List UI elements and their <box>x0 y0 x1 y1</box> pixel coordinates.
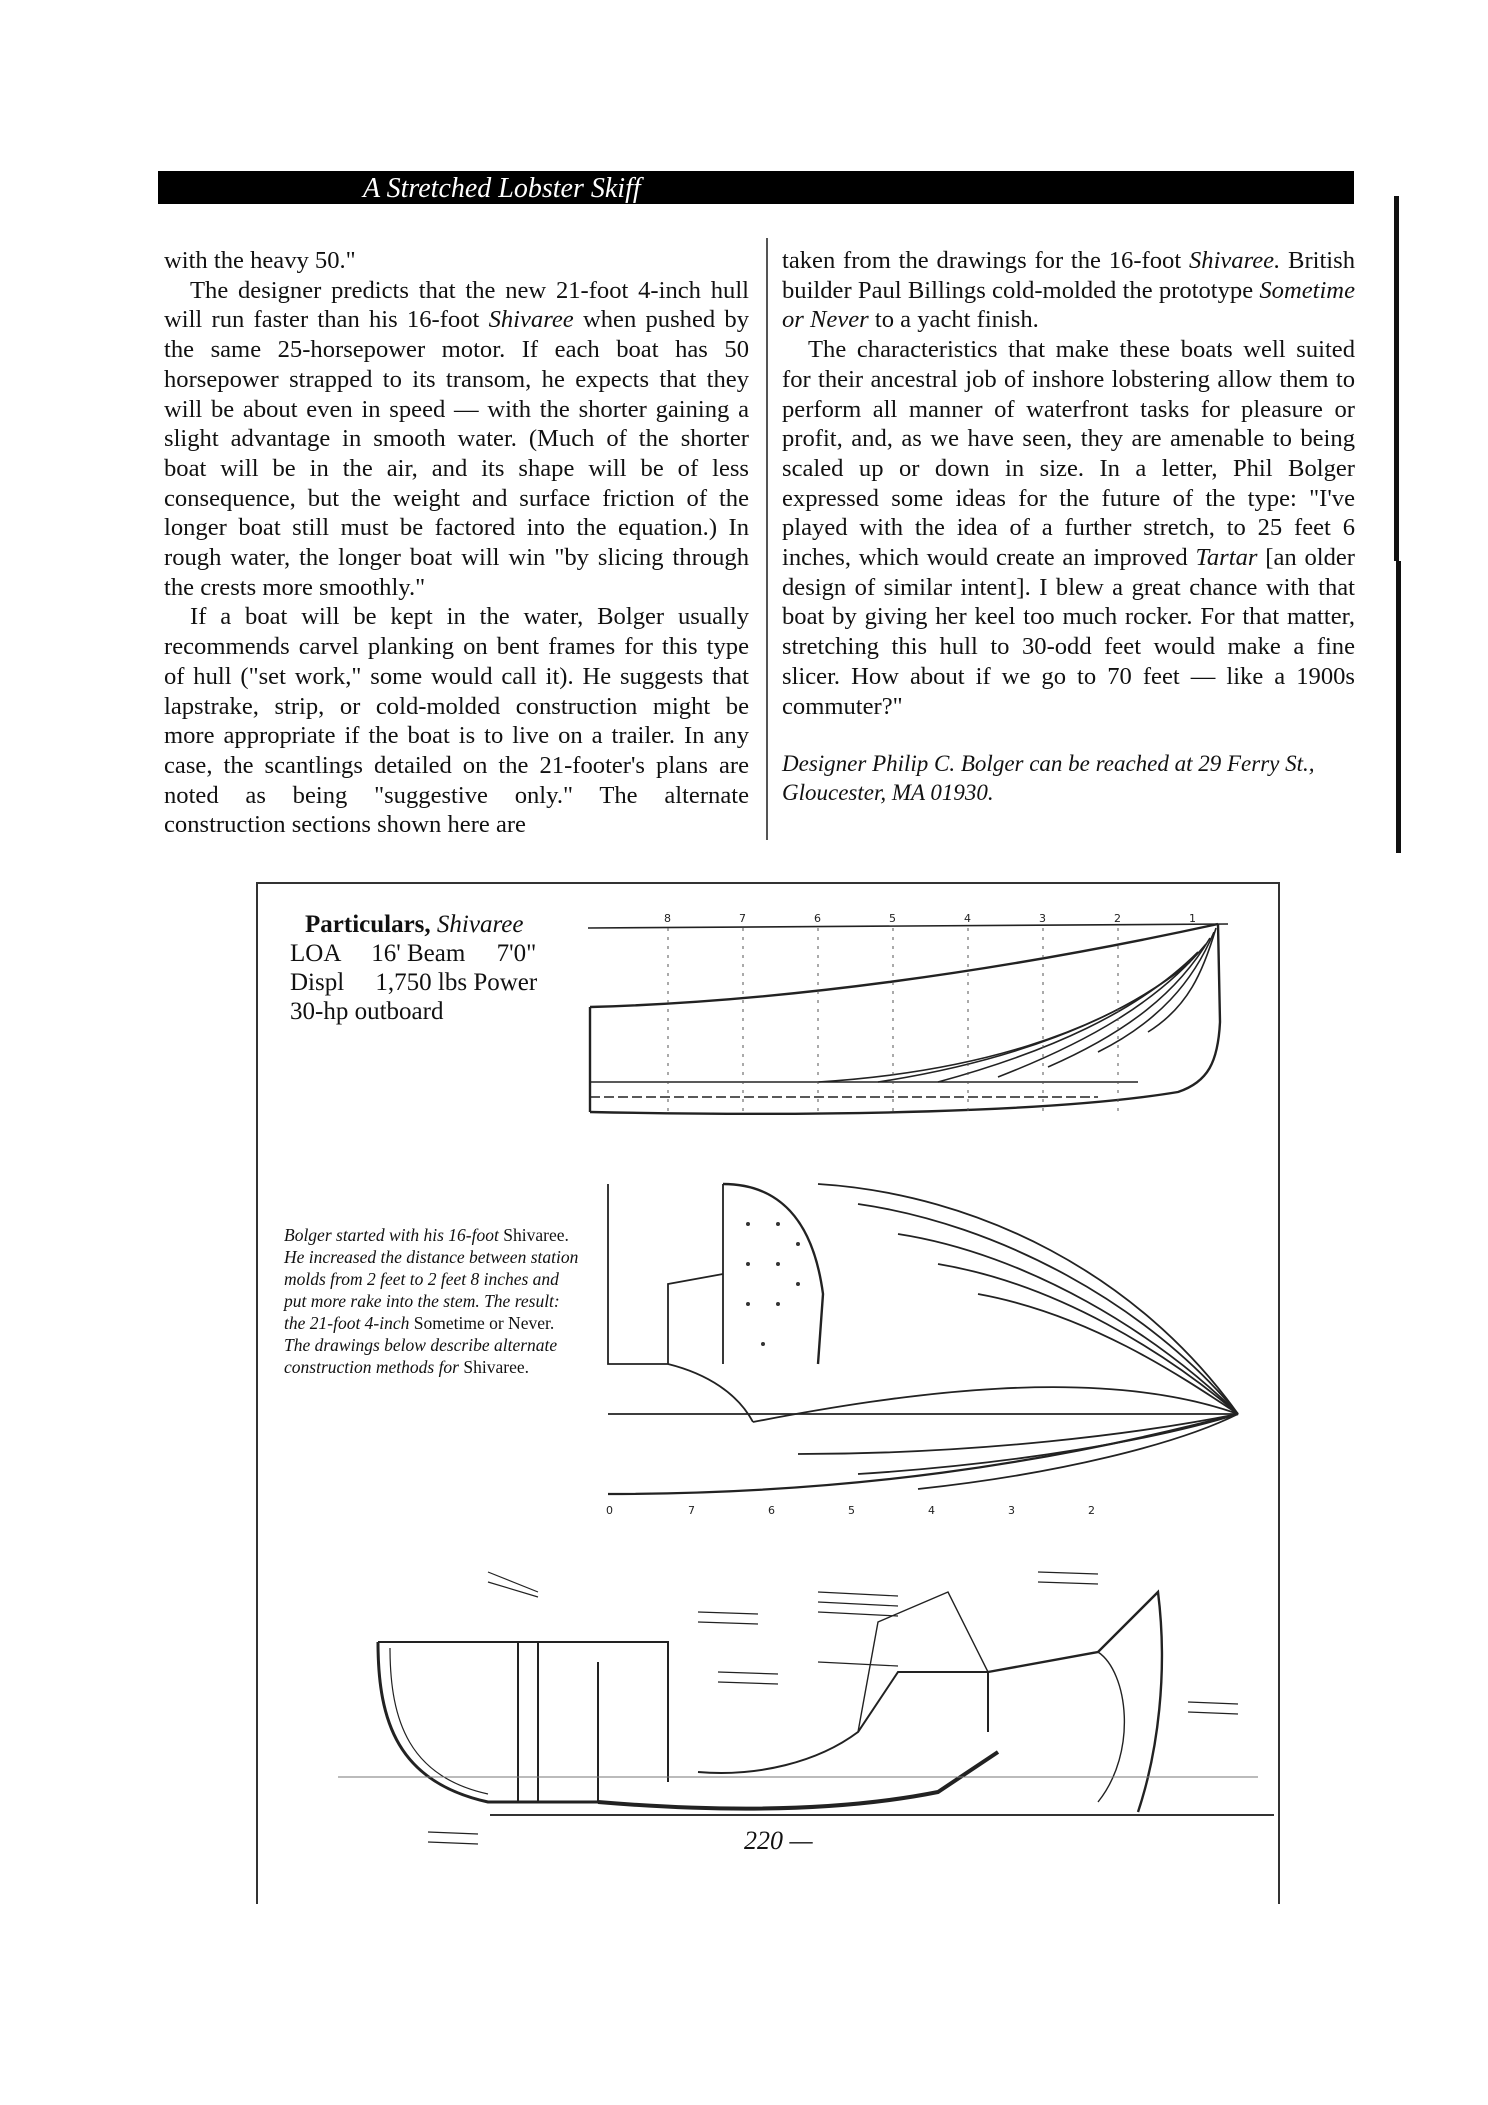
station-label: 2 <box>1114 912 1121 925</box>
boat-name: Shivaree. <box>503 1225 569 1245</box>
station-label: 7 <box>739 912 746 925</box>
right-paragraph-2: The characteristics that make these boat… <box>782 335 1355 721</box>
page-number: 220 — <box>744 1826 813 1855</box>
running-header-bar: A Stretched Lobster Skiff <box>158 171 1354 204</box>
station-label: 4 <box>928 1504 935 1517</box>
boat-name: Shivaree. <box>463 1357 529 1377</box>
station-label: 6 <box>814 912 821 925</box>
designer-credit: Designer Philip C. Bolger can be reached… <box>782 751 1315 806</box>
figure-bottom-rule <box>490 1814 1274 1816</box>
particulars-line-1: LOA 16' Beam 7'0" <box>290 940 537 967</box>
left-paragraph-2: The designer predicts that the new 21-fo… <box>164 276 749 603</box>
station-label: 3 <box>1039 912 1046 925</box>
boat-name-italic: Shivaree. <box>1188 247 1281 274</box>
text-run: [an older design of similar intent]. I b… <box>782 544 1355 720</box>
right-column: taken from the drawings for the 16-foot … <box>782 246 1355 807</box>
text-run: to a yacht finish. <box>868 306 1039 334</box>
construction-sections-drawing <box>338 1571 1258 1845</box>
right-paragraph-1: taken from the drawings for the 16-foot … <box>782 246 1355 335</box>
plan-view-drawing: 0 7 6 5 4 3 2 <box>606 1182 1239 1517</box>
figure-box: Particulars, Shivaree LOA 16' Beam 7'0" … <box>256 882 1280 1904</box>
boat-name-italic: Shivaree <box>488 306 574 334</box>
station-label: 3 <box>1008 1504 1015 1517</box>
particulars-line-2: Displ 1,750 lbs Power <box>290 969 538 996</box>
profile-drawing: 8 7 6 5 4 3 2 1 <box>587 912 1229 1116</box>
edge-mark-top <box>1394 196 1399 561</box>
text-run: when pushed by the same 25-horsepower mo… <box>164 306 749 601</box>
particulars-label: Particulars, <box>305 911 431 938</box>
station-label: 6 <box>768 1504 775 1517</box>
running-header-title: A Stretched Lobster Skiff <box>363 173 641 204</box>
column-separator <box>766 238 768 840</box>
particulars-box: Particulars, Shivaree LOA 16' Beam 7'0" … <box>290 910 537 1026</box>
left-paragraph-3: If a boat will be kept in the water, Bol… <box>164 603 749 839</box>
particulars-title: Particulars, Shivaree <box>290 910 537 939</box>
station-label: 4 <box>964 912 971 925</box>
boat-name-italic: Sometime or Never <box>782 276 1355 334</box>
text-run: Bolger started with his 16-foot <box>284 1225 504 1245</box>
station-label: 2 <box>1088 1504 1095 1517</box>
text-run: The drawings below describe alternate co… <box>284 1335 558 1377</box>
text-run: The designer predicts that the new 21-fo… <box>164 276 749 334</box>
boat-name-italic: Tartar <box>1195 544 1258 572</box>
station-label: 1 <box>1189 912 1196 925</box>
station-label: 5 <box>889 912 896 925</box>
particulars-boat-name: Shivaree <box>430 911 524 938</box>
boat-name: Sometime or Never. <box>413 1313 555 1333</box>
text-run: British builder Paul Billings cold-molde… <box>782 247 1356 304</box>
edge-mark-bottom <box>1396 561 1401 853</box>
left-column: with the heavy 50." The designer predict… <box>164 246 749 840</box>
text-run: taken from the drawings for the 16-foot <box>782 247 1189 274</box>
particulars-line-3: 30-hp outboard <box>290 998 444 1025</box>
text-run: He increased the distance between statio… <box>284 1247 579 1333</box>
station-label: 7 <box>688 1504 695 1517</box>
text-run: The characteristics that make these boat… <box>782 336 1355 572</box>
station-label: 5 <box>848 1504 855 1517</box>
left-paragraph-1: with the heavy 50." <box>164 247 356 274</box>
figure-caption: Bolger started with his 16-foot Shivaree… <box>284 1224 584 1378</box>
station-label: 0 <box>606 1504 613 1517</box>
station-label: 8 <box>664 912 671 925</box>
